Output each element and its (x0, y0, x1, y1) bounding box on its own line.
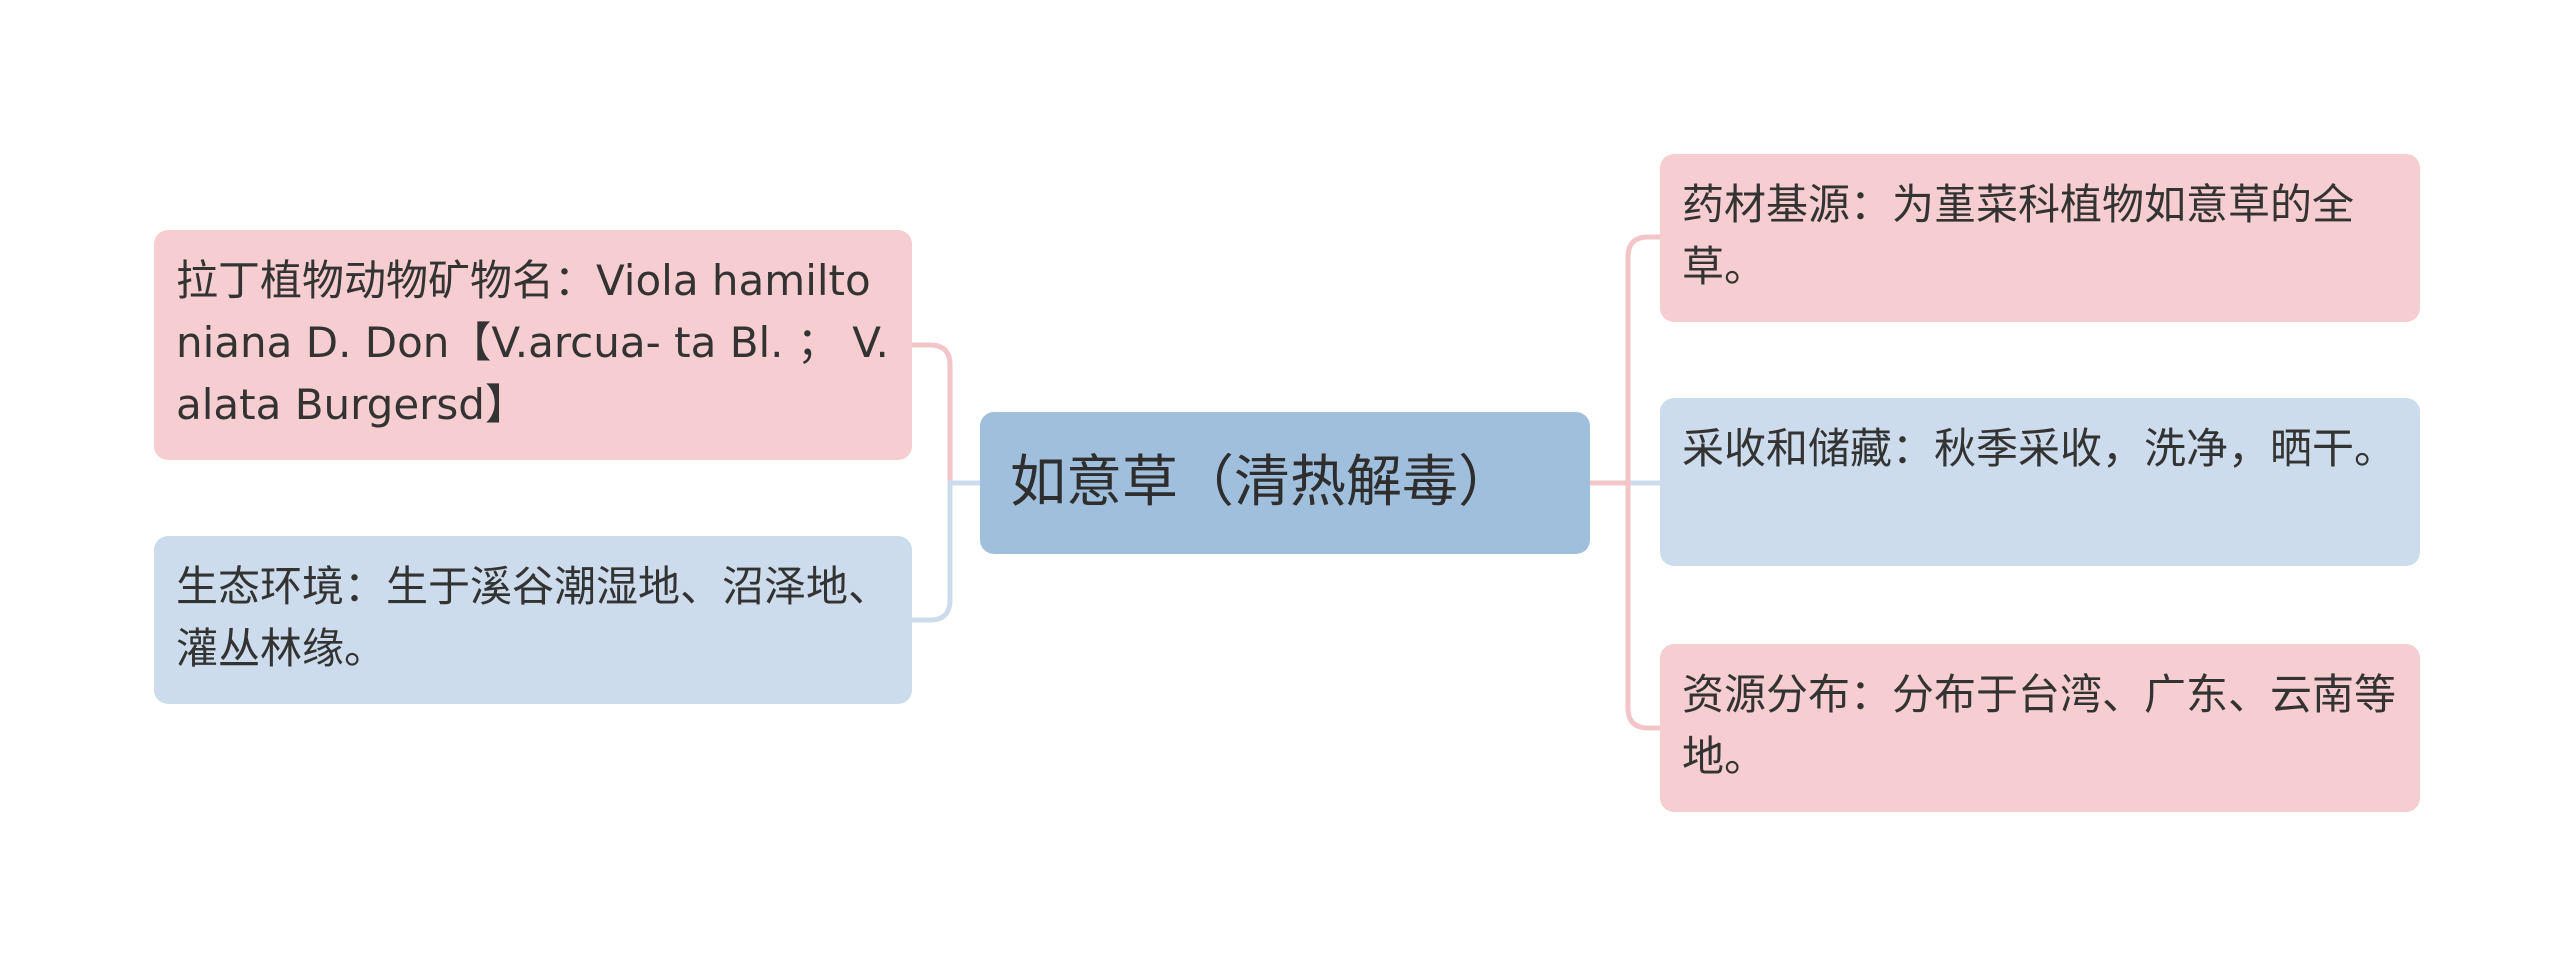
connector-right-3 (1590, 480, 1660, 731)
connector-left-2 (912, 480, 980, 623)
central-topic[interactable]: 如意草（清热解毒） (980, 412, 1590, 554)
right-node-harvest-label: 采收和储藏：秋季采收，洗净，晒干。 (1682, 424, 2397, 473)
right-node-source[interactable]: 药材基源：为堇菜科植物如意草的全草。 (1660, 154, 2420, 322)
right-node-distribution-label: 资源分布：分布于台湾、广东、云南等地。 (1682, 670, 2397, 781)
left-node-habitat[interactable]: 生态环境：生于溪谷潮湿地、沼泽地、灌丛林缘。 (154, 536, 912, 704)
left-node-habitat-label: 生态环境：生于溪谷潮湿地、沼泽地、灌丛林缘。 (176, 562, 891, 673)
right-node-harvest[interactable]: 采收和储藏：秋季采收，洗净，晒干。 (1660, 398, 2420, 566)
left-node-latin-name-label: 拉丁植物动物矿物名：Viola hamiltoniana D. Don【V.ar… (176, 256, 889, 429)
left-node-latin-name[interactable]: 拉丁植物动物矿物名：Viola hamiltoniana D. Don【V.ar… (154, 230, 912, 460)
right-node-distribution[interactable]: 资源分布：分布于台湾、广东、云南等地。 (1660, 644, 2420, 812)
connector-left-1 (912, 342, 980, 486)
right-node-source-label: 药材基源：为堇菜科植物如意草的全草。 (1682, 180, 2355, 291)
connector-right-1 (1590, 234, 1660, 486)
central-topic-label: 如意草（清热解毒） (1010, 450, 1514, 515)
